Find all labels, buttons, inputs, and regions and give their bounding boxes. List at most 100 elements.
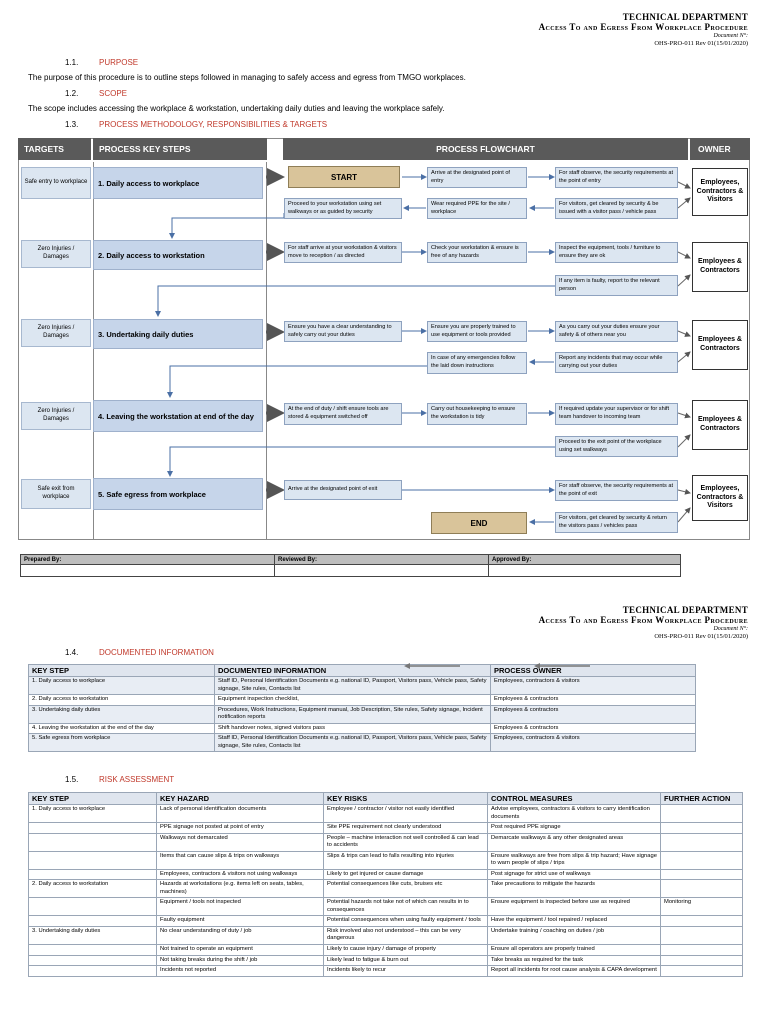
cell: [28, 915, 157, 927]
table-row: 2. Daily access to workstation Equipment…: [28, 694, 696, 706]
flow-box: Ensure you have a clear understanding to…: [284, 321, 402, 342]
department-title: TECHNICAL DEPARTMENT: [622, 12, 748, 22]
reviewed-by-label: Reviewed By:: [274, 554, 489, 565]
cell: [660, 943, 743, 956]
section-number: 1.3.: [65, 120, 79, 129]
section-scope: 1.2.SCOPE: [65, 89, 127, 98]
col-key-risks: KEY RISKS: [323, 792, 488, 805]
table-row: 1. Daily access to workplace Staff ID, P…: [28, 675, 696, 696]
cell: Hazards at workstations (e.g. items left…: [156, 879, 324, 899]
cell: [660, 868, 743, 881]
prepared-by-value: [20, 564, 275, 577]
cell: Shift handover notes, signed visitors pa…: [214, 722, 491, 735]
col-control-measures: CONTROL MEASURES: [487, 792, 661, 805]
cell: Have the equipment / tool repaired / rep…: [487, 915, 661, 927]
step-2: 2. Daily access to workstation: [93, 240, 263, 270]
document-header-page2: TECHNICAL DEPARTMENT Access To and Egres…: [539, 605, 748, 640]
col-key-hazard: KEY HAZARD: [156, 792, 324, 805]
procedure-title: Access To and Egress From Workplace Proc…: [538, 22, 748, 33]
cell: Employees & contractors: [490, 704, 696, 724]
cell: Not taking breaks during the shift / job: [156, 954, 324, 967]
cell: Employees, contractors & visitors not us…: [156, 868, 324, 881]
cell: Risk involved also not understood – this…: [323, 925, 488, 945]
cell: 3. Undertaking daily duties: [28, 704, 215, 724]
section-purpose: 1.1.PURPOSE: [65, 58, 138, 67]
cell: Faulty equipment: [156, 915, 324, 927]
cell: Undertake training / coaching on duties …: [487, 925, 661, 945]
section-risk-assessment: 1.5. RISK ASSESSMENT: [65, 775, 174, 784]
cell: Potential consequences when using faulty…: [323, 915, 488, 927]
flow-box: If required update your supervisor or fo…: [555, 403, 678, 425]
header-owner: OWNER: [690, 138, 750, 160]
section-label: RISK ASSESSMENT: [99, 775, 175, 784]
cell: Post required PPE signage: [487, 822, 661, 834]
cell: Likely to cause injury / damage of prope…: [323, 943, 488, 956]
doc-number-label: Document N°:: [713, 32, 748, 39]
cell: [28, 943, 157, 956]
cell: Items that can cause slips & trips on wa…: [156, 850, 324, 870]
flow-box: Inspect the equipment, tools / furniture…: [555, 242, 678, 263]
cell: PPE signage not posted at point of entry: [156, 822, 324, 834]
table-row: Items that can cause slips & trips on wa…: [28, 850, 743, 870]
risk-assessment-table: KEY STEP KEY HAZARD KEY RISKS CONTROL ME…: [28, 792, 743, 977]
cell: Lack of personal identification document…: [156, 803, 324, 824]
owner-4: Employees & Contractors: [692, 400, 748, 450]
cell: [660, 832, 743, 852]
col-key-step: KEY STEP: [28, 664, 215, 677]
approved-by-value: [488, 564, 681, 577]
cell: Advise employees, contractors & visitors…: [487, 803, 661, 824]
cell: 1. Daily access to workplace: [28, 675, 215, 696]
col-further-action: FURTHER ACTION: [660, 792, 743, 805]
scope-text: The scope includes accessing the workpla…: [28, 104, 445, 113]
cell: [660, 803, 743, 824]
cell: [28, 965, 157, 977]
cell: Monitoring: [660, 897, 743, 917]
cell: [28, 832, 157, 852]
cell: [28, 954, 157, 967]
cell: Potential consequences like cuts, bruise…: [323, 879, 488, 899]
cell: Not trained to operate an equipment: [156, 943, 324, 956]
stray-arrows: [404, 663, 590, 669]
cell: Staff ID, Personal Identification Docume…: [214, 733, 491, 753]
header-flowchart: PROCESS FLOWCHART: [283, 138, 688, 160]
cell: Post signage for strict use of walkways: [487, 868, 661, 881]
section-number: 1.5.: [65, 775, 79, 784]
cell: No clear understanding of duty / job: [156, 925, 324, 945]
cell: Equipment / tools not inspected: [156, 897, 324, 917]
cell: Take precautions to mitigate the hazards: [487, 879, 661, 899]
cell: [28, 850, 157, 870]
header-key-steps: PROCESS KEY STEPS: [93, 138, 267, 160]
cell: Employee / contractor / visitor not easi…: [323, 803, 488, 824]
cell: Demarcate walkways & any other designate…: [487, 832, 661, 852]
flow-box: Carry out housekeeping to ensure the wor…: [427, 403, 527, 425]
section-label: PROCESS METHODOLOGY, RESPONSIBILITIES & …: [99, 120, 328, 129]
doc-reference: OHS-PRO-011 Rev 01(15/01/2020): [654, 632, 748, 640]
flow-box: At the end of duty / shift ensure tools …: [284, 403, 402, 425]
prepared-by-label: Prepared By:: [20, 554, 275, 565]
cell: People – machine interaction not well co…: [323, 832, 488, 852]
owner-5: Employees, Contractors & Visitors: [692, 475, 748, 521]
department-title: TECHNICAL DEPARTMENT: [622, 605, 748, 615]
flow-box: For staff observe, the security requirem…: [555, 480, 678, 501]
cell: Walkways not demarcated: [156, 832, 324, 852]
doc-number-label: Document N°:: [713, 625, 748, 632]
flow-box: If any item is faulty, report to the rel…: [555, 275, 678, 296]
target-5: Safe exit from workplace: [21, 479, 91, 509]
documented-info-table: KEY STEP DOCUMENTED INFORMATION PROCESS …: [28, 664, 696, 753]
flow-box: For visitors, get cleared by security & …: [555, 512, 678, 533]
flow-box: Proceed to your workstation using set wa…: [284, 198, 402, 219]
cell: Employees, contractors & visitors: [490, 675, 696, 696]
cell: [28, 822, 157, 834]
owner-1: Employees, Contractors & Visitors: [692, 168, 748, 216]
table-row: 4. Leaving the workstation at the end of…: [28, 722, 696, 735]
target-2: Zero Injuries / Damages: [21, 240, 91, 268]
cell: 2. Daily access to workstation: [28, 694, 215, 706]
flow-box: As you carry out your duties ensure your…: [555, 321, 678, 342]
cell: [28, 868, 157, 881]
table-row: 3. Undertaking daily duties Procedures, …: [28, 704, 696, 724]
cell: Take breaks as required for the task: [487, 954, 661, 967]
step-5: 5. Safe egress from workplace: [93, 478, 263, 510]
